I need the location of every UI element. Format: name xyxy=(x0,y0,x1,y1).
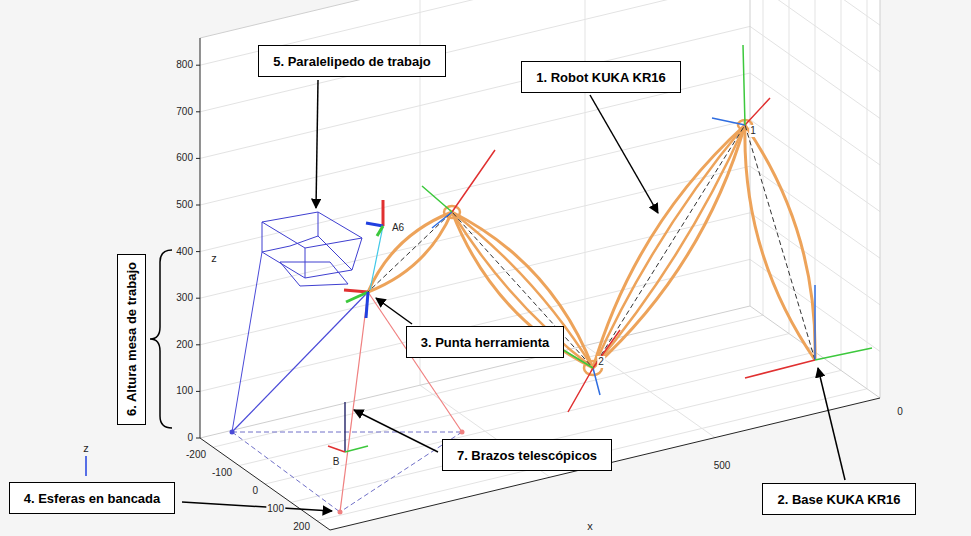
tick-label: 100 xyxy=(175,385,194,397)
frame-axis xyxy=(345,446,368,452)
tick-label: 0 xyxy=(896,406,904,418)
floor-sphere xyxy=(230,430,235,435)
height-bracket xyxy=(150,250,172,428)
plot-label: z xyxy=(82,442,90,454)
callout-box: 3. Punta herramienta xyxy=(406,326,565,358)
tick-label: 500 xyxy=(175,199,194,211)
telescopic-arm xyxy=(232,252,262,432)
tick-label: 600 xyxy=(175,152,194,164)
callout-box: 1. Robot KUKA KR16 xyxy=(521,61,681,93)
frame-axis xyxy=(328,446,345,452)
leader-arrow xyxy=(376,298,412,324)
tick-label: 200 xyxy=(292,521,311,533)
orientation-axis xyxy=(85,456,87,476)
callout-text: 1. Robot KUKA KR16 xyxy=(536,70,666,85)
plot-label: x xyxy=(586,520,594,532)
tick-label: 200 xyxy=(175,339,194,351)
tick-label: -200 xyxy=(185,449,207,461)
floor-sphere xyxy=(338,510,343,515)
frame-axis xyxy=(377,226,383,236)
tick-label: 500 xyxy=(713,460,732,472)
tick-label: 100 xyxy=(266,503,285,515)
callout-box: 7. Brazos telescópicos xyxy=(442,439,612,471)
callout-text: 7. Brazos telescópicos xyxy=(457,448,597,463)
frame-axes-green xyxy=(422,45,872,368)
leader-arrow xyxy=(182,502,332,511)
plot-label: A6 xyxy=(391,222,405,234)
frame-axes-red xyxy=(452,98,815,412)
callout-text: 2. Base KUKA KR16 xyxy=(777,492,900,507)
leader-arrow xyxy=(354,410,438,452)
telescopic-arm xyxy=(340,292,368,512)
grid-lines xyxy=(200,0,880,521)
frame-axis xyxy=(366,292,368,318)
callout-box: 5. Paralelipedo de trabajo xyxy=(258,45,446,77)
tick-label: 800 xyxy=(175,59,194,71)
plot-label: B xyxy=(332,456,341,468)
callout-text: 5. Paralelipedo de trabajo xyxy=(273,54,431,69)
leader-arrow xyxy=(316,80,318,208)
telescopic-arm xyxy=(232,292,368,432)
axis-lines xyxy=(196,38,880,530)
callout-text: 3. Punta herramienta xyxy=(421,335,550,350)
plot-label: z xyxy=(210,252,218,264)
frame-axis xyxy=(344,402,346,452)
plot-label: 1 xyxy=(749,125,757,137)
callout-box: 4. Esferas en bancada xyxy=(9,482,176,514)
link-centerline xyxy=(368,125,815,368)
leader-arrow xyxy=(818,368,845,480)
plot-label: 2 xyxy=(597,356,605,368)
a6-link xyxy=(370,226,383,290)
callout-box: 2. Base KUKA KR16 xyxy=(762,483,915,515)
leader-arrow xyxy=(590,95,658,213)
floor-sphere xyxy=(460,430,465,435)
frame-axis xyxy=(366,223,383,226)
tick-label: 400 xyxy=(175,246,194,258)
tick-label: -100 xyxy=(211,467,233,479)
tick-label: 0 xyxy=(251,485,259,497)
tick-label: 0 xyxy=(186,432,194,444)
floor-triangle xyxy=(232,432,462,512)
work-parallelepiped xyxy=(262,212,362,286)
frame-axis xyxy=(346,292,368,302)
tick-label: 700 xyxy=(175,106,194,118)
callout-box: 6. Altura mesa de trabajo xyxy=(117,254,146,425)
box-edges xyxy=(200,0,880,438)
frame-axis xyxy=(344,290,368,292)
tick-label: 300 xyxy=(175,292,194,304)
telescopic-arm xyxy=(368,292,462,432)
callout-text: 4. Esferas en bancada xyxy=(24,491,161,506)
callout-text: 6. Altura mesa de trabajo xyxy=(124,262,139,416)
frame-axis xyxy=(382,200,385,226)
